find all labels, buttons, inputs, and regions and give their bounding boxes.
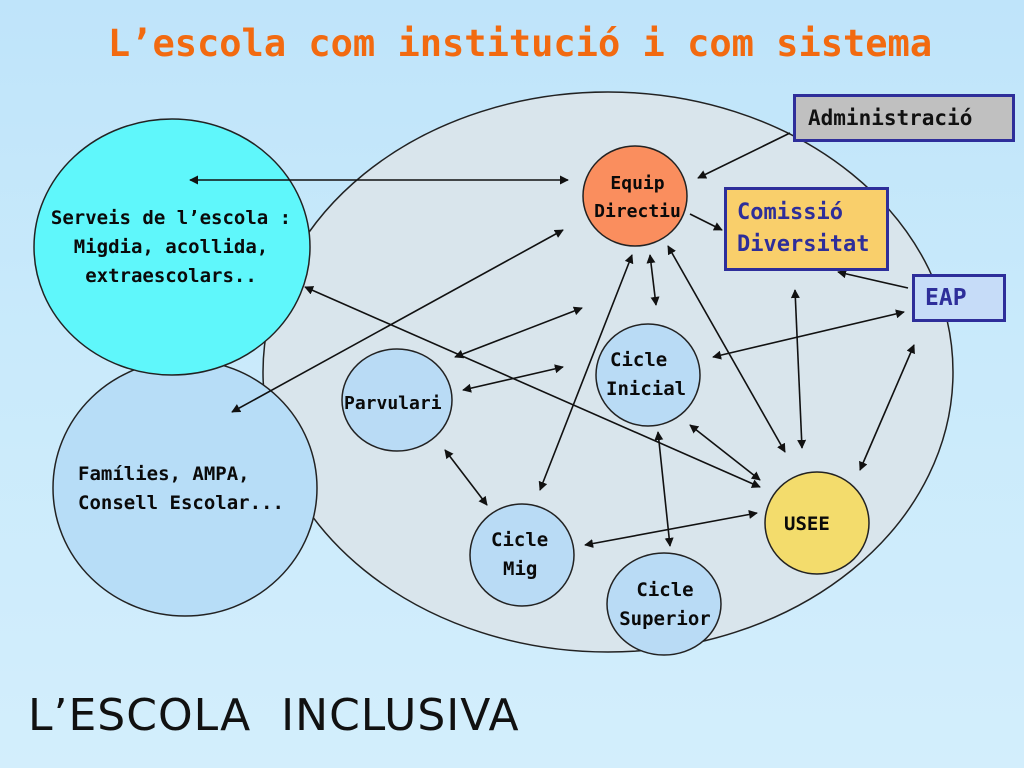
equip-directiu-circle — [582, 145, 688, 247]
cicle-mig-line2: Mig — [503, 558, 538, 580]
arrow-eap-usee — [859, 344, 915, 471]
cicle-superior-label: Cicle Superior — [608, 576, 722, 634]
equip-directiu-line2: Directiu — [594, 201, 681, 222]
serveis-label: Serveis de l’escola : Migdia, acollida, … — [32, 204, 310, 291]
cicle-mig-line1: Cicle — [491, 529, 549, 551]
arrow-eap-cicleinicial — [712, 309, 905, 360]
families-label-line2: Consell Escolar... — [78, 492, 284, 514]
parvulari-label: Parvulari — [344, 389, 442, 418]
comissio-diversitat-box: Comissió Diversitat — [724, 187, 889, 271]
page-title: L’escola com institució i com sistema — [107, 22, 933, 65]
cicle-inicial-line2: Inicial — [606, 378, 687, 400]
cicle-mig-label: Cicle Mig — [491, 526, 548, 584]
arrow-parvulari-ciclemig — [444, 449, 488, 506]
arrow-cicleinicial-usee — [689, 424, 761, 481]
usee-label: USEE — [784, 510, 830, 539]
arrow-ciclemig-usee — [584, 510, 758, 548]
usee-circle — [764, 471, 870, 575]
arrow-equip-ciclemig — [538, 254, 634, 491]
comissio-line2: Diversitat — [737, 232, 870, 257]
eap-label: EAP — [925, 285, 967, 311]
arrow-equip-cicleinicial — [646, 254, 660, 306]
arrow-admin-equip — [697, 132, 791, 179]
serveis-label-line3: extraescolars.. — [85, 265, 257, 287]
serveis-label-line1: Serveis de l’escola : — [50, 207, 292, 229]
eap-box: EAP — [912, 274, 1006, 322]
administracio-label: Administració — [808, 106, 973, 130]
cicle-superior-line2: Superior — [619, 608, 711, 630]
families-label-line1: Famílies, AMPA, — [78, 463, 250, 485]
cicle-inicial-line1: Cicle — [610, 349, 668, 371]
serveis-label-line2: Migdia, acollida, — [73, 236, 269, 258]
arrow-eap-comissio — [837, 269, 909, 289]
connection-arrows — [189, 132, 915, 548]
arrow-equip-comissio — [689, 213, 723, 231]
footer-title: L’ESCOLA INCLUSIVA — [28, 690, 520, 741]
comissio-line1: Comissió — [737, 200, 843, 225]
cicle-superior-circle — [606, 552, 722, 656]
administracio-box: Administració — [793, 94, 1015, 142]
cicle-superior-line1: Cicle — [636, 579, 694, 601]
cicle-inicial-label: Cicle Inicial — [596, 346, 696, 404]
cicle-mig-circle — [469, 503, 575, 607]
equip-directiu-line1: Equip — [610, 173, 665, 194]
arrow-parvulari-cicleinicial — [462, 364, 564, 393]
parvulari-text: Parvulari — [344, 393, 442, 414]
equip-directiu-label: Equip Directiu — [580, 170, 695, 226]
families-label: Famílies, AMPA, Consell Escolar... — [78, 460, 284, 518]
usee-text: USEE — [784, 513, 830, 535]
